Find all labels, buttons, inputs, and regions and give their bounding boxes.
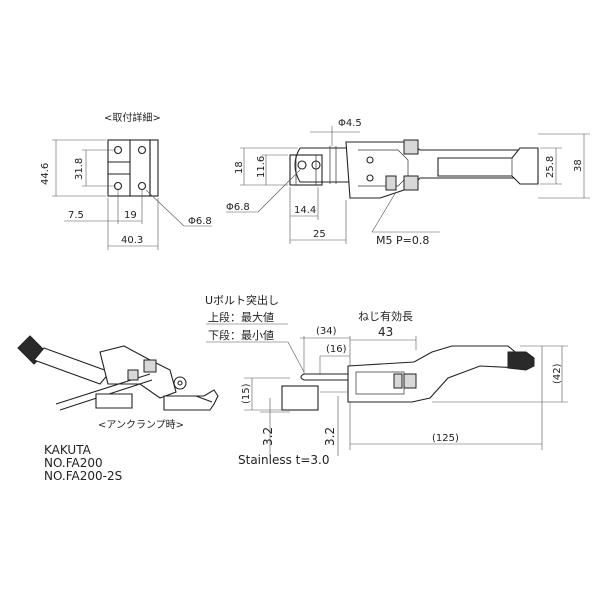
- dim-31-8: 31.8: [74, 158, 85, 180]
- mount-hole: [137, 145, 147, 155]
- nut: [393, 373, 403, 389]
- model-number-2: NO.FA200-2S: [44, 469, 122, 483]
- maker-name: KAKUTA: [44, 443, 92, 457]
- dim-18: 18: [234, 161, 245, 174]
- dim-3-2-b: 3.2: [323, 427, 337, 446]
- base-flange: [149, 139, 159, 197]
- dim-16: (16): [326, 344, 347, 355]
- dim-phi-6-8-a: Φ6.8: [188, 216, 212, 227]
- product-label: KAKUTA NO.FA200 NO.FA200-2S: [44, 443, 122, 483]
- mount-detail-title: <取付詳細>: [104, 111, 161, 124]
- unclamped-title: <アンクランプ時>: [98, 419, 184, 431]
- clamp-arm: [347, 345, 521, 403]
- pivot-pin: [173, 376, 187, 390]
- dim-34: (34): [316, 326, 337, 337]
- base: [95, 393, 133, 409]
- lower-min-label: 下段：最小値: [208, 328, 274, 342]
- dim-phi-4-5: Φ4.5: [338, 118, 362, 129]
- nut: [403, 139, 419, 155]
- model-number-1: NO.FA200: [44, 456, 103, 470]
- dim-38: 38: [573, 159, 584, 172]
- dim-25: 25: [313, 229, 326, 240]
- side-view-clamped: Φ4.5 18 11.6 Φ6.8 14.4 25 M5 P=0.8 25.8 …: [226, 118, 590, 247]
- unclamped-view: <アンクランプ時>: [17, 335, 219, 431]
- dim-43: 43: [378, 325, 393, 339]
- dim-19: 19: [124, 210, 137, 221]
- handle: [437, 147, 539, 185]
- bolt-protrusion-label: Uボルト突出し: [205, 293, 279, 307]
- nut: [403, 175, 419, 191]
- side-view-bolt: Uボルト突出し 上段：最大値 下段：最小値 ねじ有効長 (34) (16) 43…: [205, 293, 568, 467]
- pivot-pin: [311, 160, 321, 170]
- nut: [385, 175, 397, 191]
- dim-125: (125): [432, 433, 459, 444]
- dim-14-4: 14.4: [294, 205, 316, 216]
- thread-spec: M5 P=0.8: [376, 234, 429, 247]
- dim-3-2-a: 3.2: [261, 427, 275, 446]
- material-label: Stainless t=3.0: [238, 453, 330, 467]
- dim-44-6: 44.6: [40, 163, 51, 185]
- upper-max-label: 上段：最大値: [208, 310, 274, 324]
- thread-length-label: ねじ有効長: [358, 309, 413, 323]
- base-bracket: [281, 385, 319, 411]
- dim-40-3: 40.3: [121, 235, 143, 246]
- dim-15: (15): [241, 383, 252, 404]
- dim-42: (42): [552, 363, 563, 384]
- dim-25-8: 25.8: [545, 156, 556, 178]
- catch-plate: [163, 389, 219, 411]
- nut: [403, 373, 417, 389]
- handle-grip: [507, 351, 535, 371]
- handle-arm: [33, 347, 111, 385]
- dim-phi-6-8-b: Φ6.8: [226, 202, 250, 213]
- mount-detail-view: <取付詳細> 44.6 31.8 7.5 19 40.3 Φ6.8: [40, 111, 212, 250]
- base-bracket: [289, 154, 323, 186]
- mount-hole: [137, 181, 147, 191]
- pivot-pin: [297, 160, 307, 170]
- dim-11-6: 11.6: [256, 156, 267, 178]
- nut: [127, 369, 139, 381]
- dim-7-5: 7.5: [68, 210, 84, 221]
- nut: [143, 359, 157, 373]
